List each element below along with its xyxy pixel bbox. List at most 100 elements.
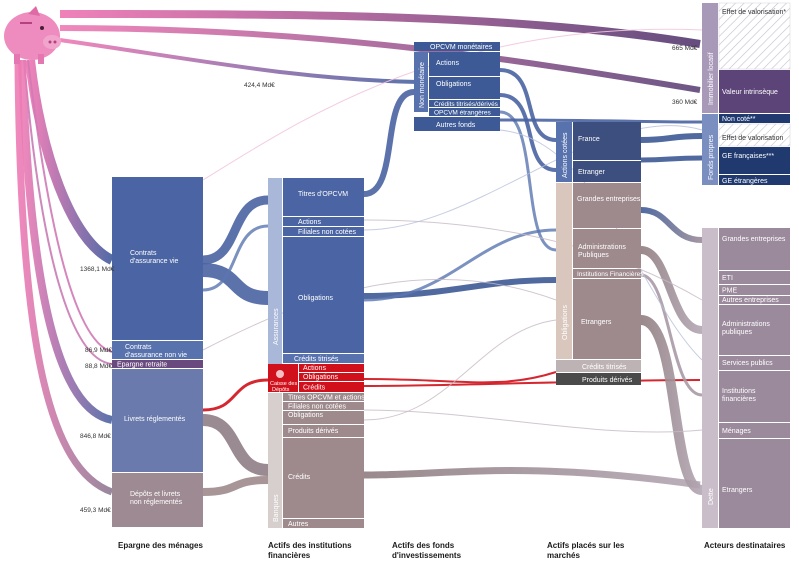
node-m-etrangers	[573, 279, 641, 359]
node-obligations-marche	[556, 183, 572, 359]
node-t-ge	[719, 228, 790, 270]
node-dette	[702, 228, 718, 528]
label-t-services: Services publics	[722, 360, 773, 367]
column-label-fonds-b: d'investissements	[392, 551, 462, 560]
label-t-inst-a: Institutions	[722, 388, 756, 395]
node-livrets-reglementes	[112, 369, 203, 472]
label-anv-b: d'assurance non vie	[125, 352, 187, 359]
node-m-admin-publiques	[573, 229, 641, 268]
node-m-institutions	[573, 269, 641, 278]
piggy-bank-icon	[4, 6, 61, 64]
node-a-credits-titrises	[283, 354, 364, 363]
label-c-credits: Crédits	[303, 385, 326, 392]
node-t-autres-ent	[719, 296, 790, 304]
node-b-credits	[283, 438, 364, 518]
value-immo-intr: 360 Md€	[672, 99, 698, 106]
node-m-france	[573, 122, 641, 160]
label-effet-valo-star: Effet de valorisation*	[722, 9, 786, 16]
label-assurance-vie-a: Contrats	[130, 250, 157, 257]
label-immobilier: Immobilier locatif	[708, 52, 715, 105]
node-b-autres	[283, 519, 364, 528]
label-banques: Banques	[273, 494, 280, 522]
label-t-ge: Grandes entreprises	[722, 236, 786, 243]
node-f-obligations	[429, 77, 500, 99]
label-a-titres-opcvm: Titres d'OPCVM	[298, 191, 348, 198]
node-f-etrangeres	[429, 108, 500, 116]
node-t-etrangers	[719, 439, 790, 528]
node-effet-valo-star	[718, 2, 791, 70]
label-m-ap-a: Administrations	[578, 244, 626, 251]
node-t-institutions	[719, 371, 790, 422]
flow-ribbons	[14, 10, 704, 496]
label-epargne-retraite: Epargne retraite	[117, 362, 167, 369]
node-ge-etrangeres	[719, 175, 790, 185]
label-depots-a: Dépôts et livrets	[130, 491, 181, 498]
node-non-cote	[719, 114, 790, 123]
funds-column: Non monétaire OPCVM monétaires Actions O…	[244, 42, 500, 131]
label-b-credits: Crédits	[288, 474, 311, 481]
node-t-pme	[719, 285, 790, 295]
label-t-etrangers: Etrangers	[722, 487, 753, 494]
node-assurance-vie	[112, 177, 203, 340]
value-er: 88,8 Md€	[85, 363, 112, 370]
label-ge-fr: GE françaises***	[722, 153, 774, 160]
node-immobilier	[702, 3, 718, 113]
savings-column: Contrats d'assurance vie Contrats d'assu…	[80, 177, 203, 527]
value-immo-valo: 665 Md€	[672, 45, 698, 52]
node-b-derives	[283, 425, 364, 437]
value-assurance-vie: 1368,1 Md€	[80, 266, 115, 273]
column-label-institutions-a: Actifs des institutions	[268, 541, 352, 550]
column-label-acteurs: Acteurs destinataires	[704, 541, 786, 550]
label-t-adm-a: Administrations	[722, 321, 770, 328]
node-a-titres-opcvm	[283, 178, 364, 216]
label-m-etranger: Etranger	[578, 169, 606, 176]
node-t-menages	[719, 423, 790, 438]
label-assurance-vie-b: d'assurance vie	[130, 258, 179, 265]
label-c-actions: Actions	[303, 365, 326, 372]
label-b-autres: Autres	[288, 521, 309, 528]
node-c-obligations	[299, 373, 364, 381]
institutions-column: Assurances Titres d'OPCVM Actions Filial…	[268, 178, 365, 528]
label-c-obligations: Obligations	[303, 374, 339, 381]
column-label-epargne: Epargne des ménages	[118, 541, 203, 550]
column-label-marches-a: Actifs placés sur les	[547, 541, 625, 550]
label-livrets: Livrets réglementés	[124, 416, 186, 423]
column-headers: Epargne des ménages Actifs des instituti…	[118, 541, 786, 560]
label-a-filiales: Filiales non cotées	[298, 229, 356, 236]
label-t-eti: ETI	[722, 275, 733, 282]
node-actions-cotees	[556, 122, 572, 182]
label-ge-etr: GE étrangères	[722, 178, 768, 185]
node-valeur-intrinseque	[719, 70, 790, 113]
node-ge-francaises	[719, 147, 790, 174]
node-banques	[268, 393, 282, 528]
label-m-etrangers: Etrangers	[581, 319, 612, 326]
column-label-institutions-b: financières	[268, 551, 311, 560]
value-depots: 459,3 Md€	[80, 507, 111, 514]
node-epargne-retraite	[112, 360, 203, 368]
node-assurances	[268, 178, 282, 364]
label-b-titres: Titres OPCVM et actions	[288, 395, 365, 402]
caisse-depots-logo-icon	[276, 370, 284, 378]
value-opcvm: 424,4 Md€	[244, 82, 275, 89]
label-non-cote: Non coté**	[722, 116, 756, 123]
node-a-actions	[283, 217, 364, 226]
node-m-produits-derives	[556, 373, 641, 385]
label-fonds-propres: Fonds propres	[708, 134, 715, 180]
label-anv-a: Contrats	[125, 344, 152, 351]
node-t-eti	[719, 271, 790, 284]
label-m-france: France	[578, 136, 600, 143]
label-dette: Dette	[708, 488, 715, 505]
label-m-ge: Grandes entreprises	[577, 196, 641, 203]
node-a-obligations	[283, 237, 364, 353]
label-caisse-b: Dépôts	[272, 387, 290, 393]
label-b-filiales: Filiales non cotées	[288, 404, 346, 411]
label-f-etrangeres: OPCVM étrangères	[434, 110, 491, 117]
label-m-produits-derives: Produits dérivés	[582, 377, 633, 384]
label-b-derives: Produits dérivés	[288, 428, 339, 435]
label-f-obligations: Obligations	[436, 81, 472, 88]
label-a-credits: Crédits titrisés	[294, 356, 339, 363]
label-f-actions: Actions	[436, 60, 459, 67]
node-c-credits	[299, 382, 364, 392]
label-t-menages: Ménages	[722, 428, 751, 435]
label-obligations-marche: Obligations	[562, 304, 569, 340]
